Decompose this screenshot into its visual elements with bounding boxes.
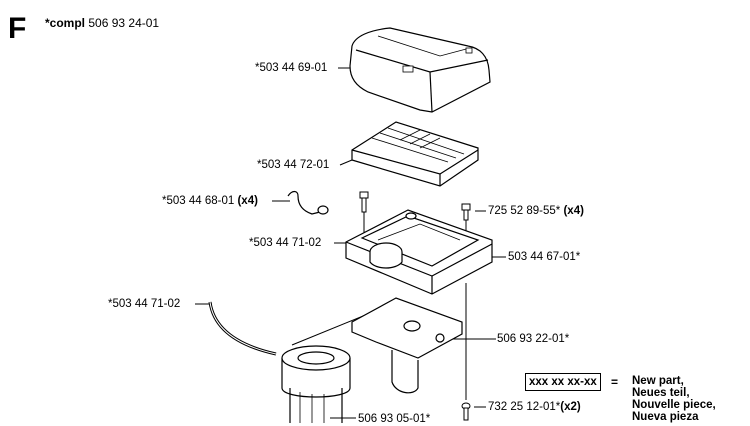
- section-letter: F: [8, 12, 27, 45]
- compl-number: 506 93 24-01: [88, 16, 160, 30]
- label-clip-number: *503 44 68-01: [162, 195, 235, 207]
- screw-right: [461, 203, 471, 221]
- label-base: 503 44 67-01*: [508, 251, 581, 263]
- gasket-cord: [208, 301, 277, 356]
- legend-equals: =: [611, 375, 619, 389]
- clip-part: [287, 190, 329, 215]
- label-screw-top-number: 725 52 89-55*: [488, 205, 561, 217]
- label-cover: *503 44 69-01: [255, 62, 328, 74]
- air-filter-element: [351, 121, 479, 187]
- legend-line-3: Nouvelle piece,: [632, 399, 716, 411]
- intake-part: [281, 345, 351, 423]
- filter-base: [345, 209, 493, 295]
- legend-line-2: Neues teil,: [632, 387, 690, 399]
- label-clip: *503 44 68-01 (x4): [162, 195, 258, 208]
- screw-left: [359, 191, 369, 213]
- legend-line-4: Nueva pieza: [632, 411, 699, 423]
- label-screw-bottom: 732 25 12-01*(x2): [488, 401, 581, 414]
- compl-prefix: *compl: [45, 16, 86, 30]
- label-filter: *503 44 72-01: [257, 159, 330, 171]
- legend-code-box: xxx xx xx-xx: [525, 373, 601, 391]
- air-filter-cover: [349, 27, 491, 113]
- legend-line-1: New part,: [632, 375, 684, 387]
- label-screw-top: 725 52 89-55* (x4): [488, 205, 584, 218]
- label-clip-qty: (x4): [237, 195, 258, 207]
- label-gasket-cord: *503 44 71-02: [108, 298, 181, 310]
- screw-bottom: [461, 402, 471, 421]
- label-screw-bottom-qty: (x2): [560, 401, 581, 413]
- bracket-part: [351, 297, 463, 394]
- label-screw-bottom-number: 732 25 12-01*: [488, 401, 561, 413]
- label-intake: 506 93 05-01*: [358, 413, 431, 425]
- label-screw-top-qty: (x4): [563, 205, 584, 217]
- compl-label: *compl 506 93 24-01: [45, 16, 159, 30]
- label-gasket-top: *503 44 71-02: [249, 237, 322, 249]
- legend-text: New part, Neues teil, Nouvelle piece, Nu…: [632, 375, 716, 423]
- label-bracket: 506 93 22-01*: [497, 333, 570, 345]
